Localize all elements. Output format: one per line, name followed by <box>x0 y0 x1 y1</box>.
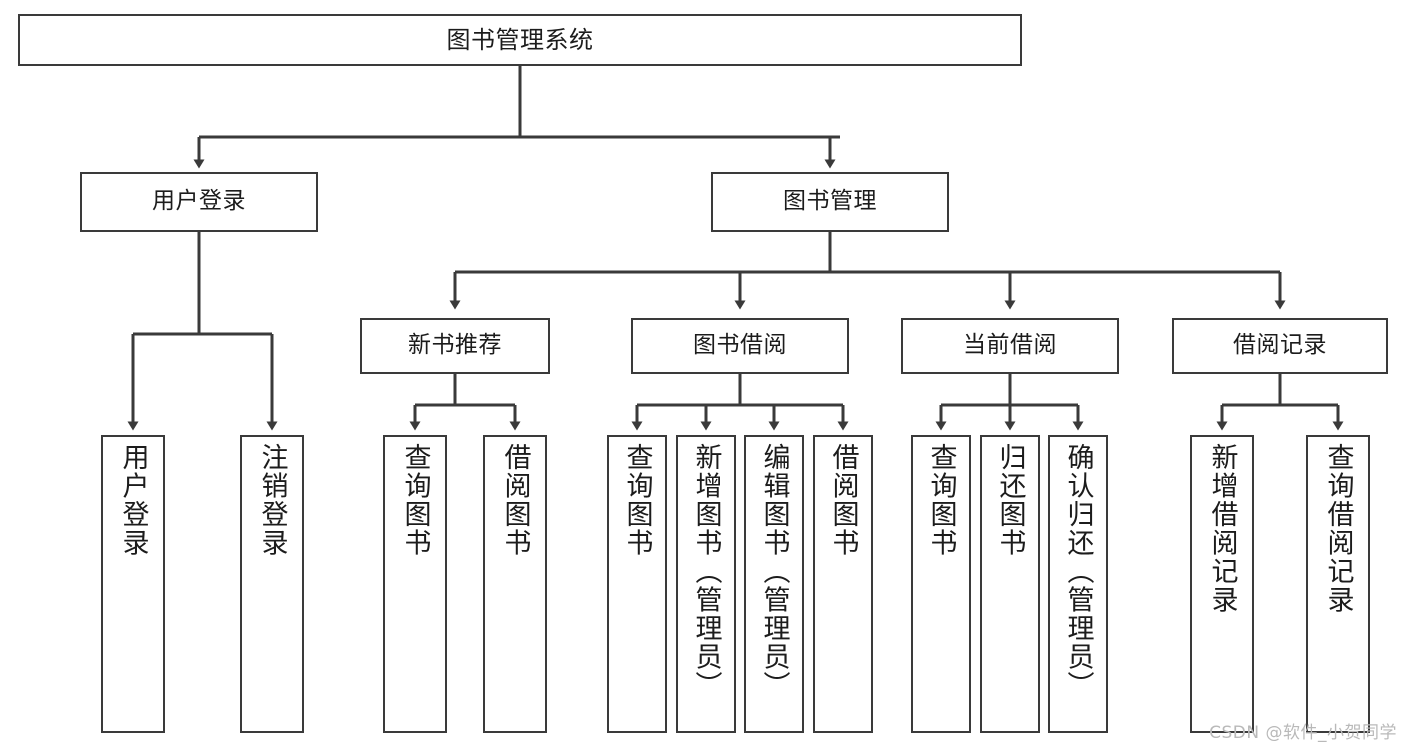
leaf-query-book-current[interactable]: 查询图书 <box>911 435 971 733</box>
node-label: 新书推荐 <box>408 332 502 359</box>
leaf-query-borrow-record[interactable]: 查询借阅记录 <box>1306 435 1370 733</box>
leaf-logout-login[interactable]: 注销登录 <box>240 435 304 733</box>
leaf-borrow-book-recommend[interactable]: 借阅图书 <box>483 435 547 733</box>
node-new-book-recommend[interactable]: 新书推荐 <box>360 318 550 374</box>
node-label: 注销登录 <box>256 443 288 557</box>
leaf-borrow-book[interactable]: 借阅图书 <box>813 435 873 733</box>
node-label: 归还图书 <box>994 443 1026 557</box>
node-label: 确认归还（管理员） <box>1062 443 1094 700</box>
node-book-borrow[interactable]: 图书借阅 <box>631 318 849 374</box>
node-user-login[interactable]: 用户登录 <box>80 172 318 232</box>
node-label: 新增图书（管理员） <box>690 443 722 700</box>
node-current-borrow[interactable]: 当前借阅 <box>901 318 1119 374</box>
node-label: 查询借阅记录 <box>1322 443 1354 614</box>
node-label: 当前借阅 <box>963 332 1057 359</box>
node-label: 图书管理 <box>783 188 877 215</box>
node-label: 借阅图书 <box>499 443 531 557</box>
node-label: 用户登录 <box>117 443 149 557</box>
leaf-query-book-recommend[interactable]: 查询图书 <box>383 435 447 733</box>
leaf-edit-book-admin[interactable]: 编辑图书（管理员） <box>744 435 804 733</box>
node-label: 用户登录 <box>152 188 246 215</box>
node-root-book-management-system[interactable]: 图书管理系统 <box>18 14 1022 66</box>
leaf-add-borrow-record[interactable]: 新增借阅记录 <box>1190 435 1254 733</box>
watermark: CSDN @软件_小贺同学 <box>1209 723 1397 743</box>
node-label: 编辑图书（管理员） <box>758 443 790 700</box>
node-label: 借阅图书 <box>827 443 859 557</box>
node-label: 借阅记录 <box>1233 332 1327 359</box>
node-label: 查询图书 <box>925 443 957 557</box>
node-label: 图书借阅 <box>693 332 787 359</box>
leaf-add-book-admin[interactable]: 新增图书（管理员） <box>676 435 736 733</box>
leaf-return-book[interactable]: 归还图书 <box>980 435 1040 733</box>
node-label: 图书管理系统 <box>446 25 594 54</box>
node-label: 新增借阅记录 <box>1206 443 1238 614</box>
leaf-query-book-borrow[interactable]: 查询图书 <box>607 435 667 733</box>
node-book-management[interactable]: 图书管理 <box>711 172 949 232</box>
node-label: 查询图书 <box>399 443 431 557</box>
leaf-confirm-return-admin[interactable]: 确认归还（管理员） <box>1048 435 1108 733</box>
node-label: 查询图书 <box>621 443 653 557</box>
node-borrow-record[interactable]: 借阅记录 <box>1172 318 1388 374</box>
leaf-user-login[interactable]: 用户登录 <box>101 435 165 733</box>
